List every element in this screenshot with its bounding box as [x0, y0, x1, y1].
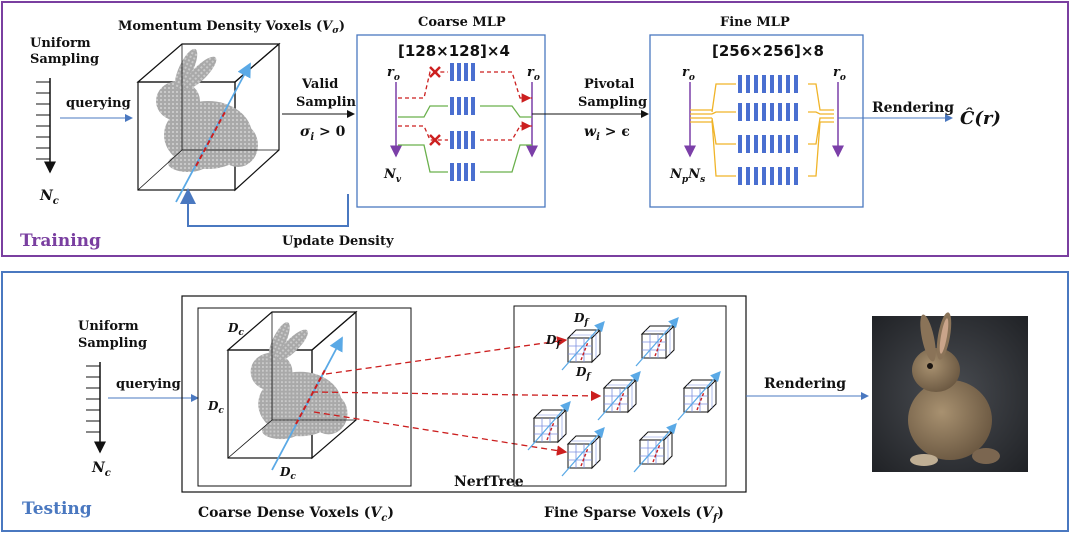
coarse-mlp-bars [450, 63, 475, 181]
valid-sampling-condition: σi > 0 [300, 124, 346, 143]
coarse-dense-box [197, 307, 412, 487]
testing-nc-label: Nc [91, 460, 111, 479]
training-output-color: Ĉ(r) [960, 106, 1001, 129]
update-density-label: Update Density [282, 234, 394, 249]
coarse-mlp-dims: [128×128]×4 [398, 42, 510, 60]
training-uniform-sampling-line1: Uniform [30, 36, 91, 51]
testing-uniform-sampling-line2: Sampling [78, 336, 147, 351]
coarse-nv-label: Nv [383, 167, 402, 185]
fine-sparse-box [513, 305, 727, 487]
pivotal-sampling-line1: Pivotal [584, 77, 634, 92]
pivotal-sampling-line2: Sampling [578, 95, 647, 110]
voxel-mapping-arrows [311, 336, 602, 456]
testing-label: Testing [22, 499, 92, 519]
df-label-left: Df [545, 333, 562, 350]
valid-sampling-line1: Valid [301, 77, 338, 92]
coarse-ro-left: ro [387, 65, 400, 83]
training-uniform-sampling-line2: Sampling [30, 52, 99, 67]
fine-ro-left: ro [682, 65, 695, 83]
fine-sparse-caption: Fine Sparse Voxels (Vf) [544, 505, 724, 524]
dc-label-top: Dc [227, 321, 244, 338]
df-label-top: Df [573, 311, 590, 328]
bunny-voxel-icon [156, 46, 258, 172]
testing-querying-label: querying [116, 377, 181, 392]
coarse-mlp-paths [398, 71, 532, 173]
fine-ro-right: ro [833, 65, 846, 83]
fine-mlp-title: Fine MLP [720, 15, 790, 30]
momentum-voxels-title: Momentum Density Voxels (Vσ) [118, 19, 345, 36]
training-sampling-ruler [36, 78, 56, 174]
training-label: Training [20, 231, 101, 251]
training-querying-label: querying [66, 96, 131, 111]
coarse-mlp-title: Coarse MLP [418, 15, 506, 30]
update-density-loop [180, 188, 349, 227]
testing-uniform-sampling-line1: Uniform [78, 319, 139, 334]
testing-panel [1, 271, 1069, 532]
rabbit-photo-icon [872, 312, 1028, 472]
testing-rendering-label: Rendering [764, 376, 846, 392]
fine-mlp-bars [738, 75, 798, 185]
fine-mlp-paths [690, 83, 834, 177]
coarse-ro-right: ro [527, 65, 540, 83]
training-rendering-label: Rendering [872, 100, 954, 116]
testing-sampling-ruler [86, 362, 106, 454]
valid-sampling-line2: Sampling [296, 95, 365, 110]
training-panel [1, 1, 1069, 257]
dc-label-bottom: Dc [279, 465, 296, 482]
nerftree-box [181, 295, 747, 493]
coarse-dense-caption: Coarse Dense Voxels (Vc) [198, 505, 394, 524]
coarse-dense-cube [226, 310, 358, 471]
fine-sparse-cubes [527, 317, 721, 477]
momentum-voxel-cube [136, 42, 281, 203]
cross-icon [429, 134, 441, 146]
bunny-voxel-icon [250, 319, 348, 440]
dc-label-left: Dc [207, 399, 224, 416]
cross-icon [429, 66, 441, 78]
df-label-bottom: Df [575, 365, 592, 382]
fine-npns-label: NpNs [669, 167, 705, 185]
training-nc-label: Nc [39, 188, 59, 207]
fine-mlp-dims: [256×256]×8 [712, 42, 824, 60]
nerftree-label: NerfTree [454, 474, 524, 490]
pivotal-sampling-condition: wi > ϵ [584, 124, 630, 143]
